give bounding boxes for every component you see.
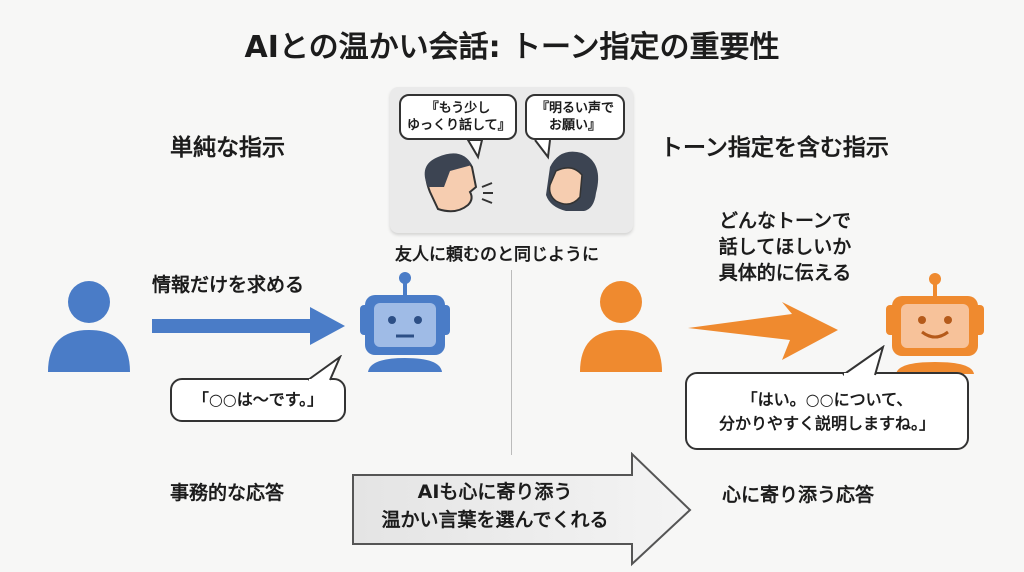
left-illustration — [48, 272, 450, 372]
woman-speech-bubble: 『明るい声で お願い』 — [525, 94, 625, 140]
man-icon — [424, 153, 493, 213]
right-heading: トーン指定を含む指示 — [660, 135, 889, 161]
tapered-arrow-icon — [688, 302, 838, 360]
robot-reply-text: 「○○は〜です。」 — [192, 390, 324, 409]
label-line: 話してほしいか — [718, 236, 852, 258]
page-title: AIとの温かい会話: トーン指定の重要性 — [244, 30, 780, 65]
center-caption: 友人に頼むのと同じように — [395, 245, 599, 265]
left-result: 事務的な応答 — [170, 482, 285, 504]
big-arrow-icon — [352, 452, 692, 567]
man-speech-bubble: 『もう少し ゆっくり話して』 — [399, 94, 517, 140]
right-arrow-icon — [152, 307, 345, 345]
bottom-arrow-text: AIも心に寄り添う 温かい言葉を選んでくれる — [355, 478, 635, 534]
warm-reply-bubble: 「はい。○○について、 分かりやすく説明しますね。」 — [685, 372, 969, 450]
woman-icon — [546, 151, 599, 211]
people-talking-illustration — [424, 139, 599, 213]
right-illustration — [580, 273, 984, 374]
smiling-robot-icon — [886, 273, 984, 374]
left-heading: 単純な指示 — [170, 135, 285, 161]
right-arrow-label: どんなトーンで 話してほしいか 具体的に伝える — [700, 208, 870, 286]
bubble-line: 『もう少し — [425, 101, 491, 116]
bubble-line: お願い』 — [548, 118, 601, 133]
left-arrow-label: 情報だけを求める — [152, 274, 305, 296]
bubble-line: ゆっくり話して』 — [407, 118, 511, 133]
arrow-line: 温かい言葉を選んでくれる — [381, 509, 609, 531]
label-line: 具体的に伝える — [718, 262, 852, 284]
robot-reply-bubble: 「○○は〜です。」 — [170, 378, 346, 422]
right-result: 心に寄り添う応答 — [722, 484, 875, 506]
label-line: どんなトーンで — [718, 210, 852, 232]
bubble-line: 『明るい声で — [535, 101, 614, 116]
reply-line: 分かりやすく説明しますね。」 — [718, 414, 935, 433]
bubble-tail — [307, 355, 342, 383]
reply-line: 「はい。○○について、 — [741, 390, 913, 409]
bubble-tail — [842, 345, 885, 377]
user-icon — [580, 281, 662, 372]
divider — [511, 270, 512, 455]
robot-icon — [360, 272, 450, 372]
arrow-line: AIも心に寄り添う — [417, 481, 573, 503]
user-icon — [48, 281, 130, 372]
